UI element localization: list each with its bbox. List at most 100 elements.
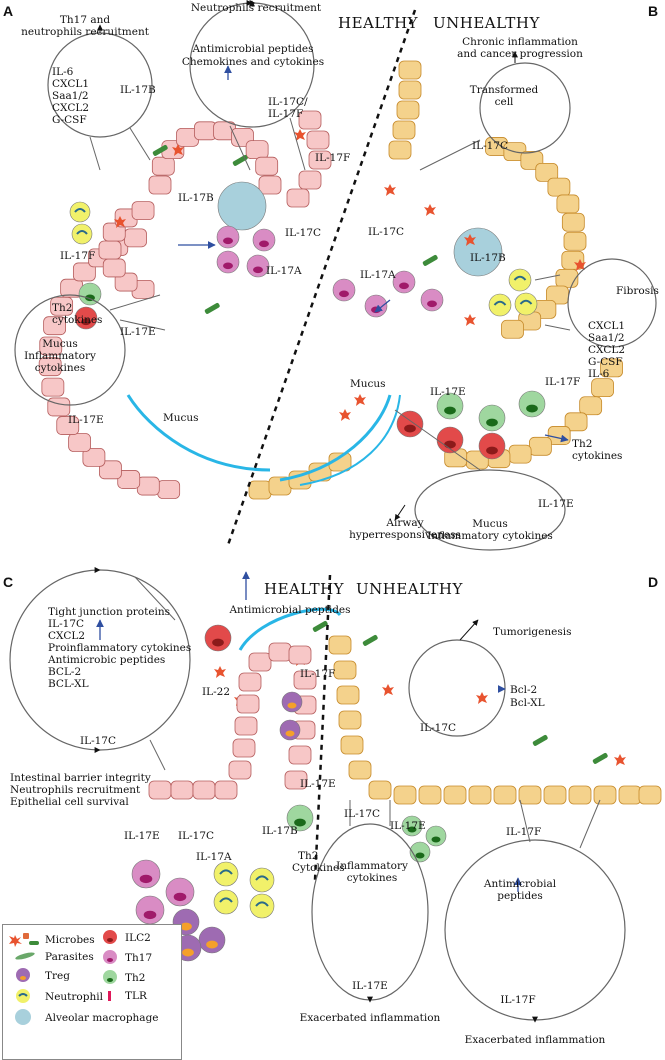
epithelial-cell bbox=[593, 785, 617, 805]
label: cytokines bbox=[346, 872, 398, 884]
ilc2-cell bbox=[74, 306, 98, 330]
callout-circle bbox=[14, 294, 126, 406]
epithelial-cell bbox=[43, 316, 67, 336]
label: Inflammatory bbox=[336, 860, 408, 872]
epithelial-cell bbox=[245, 140, 269, 160]
label: IL-17E bbox=[538, 498, 574, 510]
epithelial-cell bbox=[248, 652, 272, 672]
epithelial-cell bbox=[170, 780, 194, 800]
epithelial-cell bbox=[234, 716, 258, 736]
neutrophil bbox=[213, 861, 239, 887]
label: IL-17C bbox=[344, 808, 381, 820]
microbe bbox=[422, 255, 438, 266]
epithelial-cell bbox=[131, 201, 155, 221]
label: IL-17C bbox=[79, 735, 117, 747]
label: Chronic inflammation bbox=[462, 36, 578, 48]
epithelial-cell bbox=[268, 642, 292, 662]
microbe bbox=[339, 409, 351, 421]
epithelial-cell bbox=[248, 480, 272, 500]
panel-label-c: C bbox=[3, 574, 14, 590]
epithelial-cell bbox=[47, 397, 71, 417]
epithelial-cell bbox=[214, 780, 238, 800]
th17-cell bbox=[216, 250, 240, 274]
callout-circle bbox=[479, 62, 571, 154]
th2-cell bbox=[401, 815, 423, 837]
microbe bbox=[204, 303, 220, 314]
epithelial-cell bbox=[99, 460, 122, 480]
epithelial-cell bbox=[68, 433, 91, 452]
epithelial-cell bbox=[38, 357, 62, 377]
epithelial-cell bbox=[288, 745, 312, 765]
label: IL-17E bbox=[352, 980, 388, 992]
microbe bbox=[152, 145, 168, 156]
epithelial-cell bbox=[418, 785, 442, 805]
label: cell bbox=[494, 96, 514, 108]
label: IL-17E bbox=[124, 830, 160, 842]
epithelial-cell bbox=[298, 110, 322, 130]
legend-label: Treg bbox=[45, 970, 70, 982]
macrophage-icon bbox=[15, 1009, 31, 1025]
label: IL-22 bbox=[202, 686, 231, 698]
legend: Microbes Parasites Treg Neutrophil Alveo… bbox=[2, 924, 182, 1060]
legend-label: Th17 bbox=[125, 952, 153, 964]
epithelial-cell bbox=[555, 269, 579, 288]
ilc2-cell bbox=[478, 432, 506, 460]
th2-cell bbox=[78, 282, 102, 306]
label: Neutrophils recruitment bbox=[190, 2, 322, 14]
neutrophil bbox=[249, 867, 275, 893]
th2-cell bbox=[425, 825, 447, 847]
label: Antimicrobial peptides bbox=[229, 604, 351, 616]
th17-cell bbox=[135, 895, 165, 925]
epithelial-cell bbox=[340, 735, 364, 755]
label: IL-17F bbox=[500, 994, 536, 1006]
treg-icon bbox=[16, 968, 30, 982]
th17-cell bbox=[364, 294, 388, 318]
label: IL-17F bbox=[300, 668, 336, 680]
epithelial-cell bbox=[600, 358, 623, 378]
epithelial-cell bbox=[148, 175, 172, 195]
epithelial-cell bbox=[388, 140, 412, 160]
epithelial-cell bbox=[255, 156, 279, 176]
epithelial-cell bbox=[157, 480, 181, 499]
microbe bbox=[354, 394, 366, 406]
label: cytokines bbox=[572, 450, 623, 462]
epithelial-cell bbox=[392, 120, 416, 140]
microbe bbox=[532, 734, 548, 746]
callout-circle bbox=[444, 839, 626, 1021]
epithelial-cell bbox=[556, 194, 580, 214]
epithelial-cell bbox=[148, 780, 172, 800]
label: IL-17E bbox=[120, 326, 156, 338]
treg-cell bbox=[279, 719, 301, 741]
epithelial-cell bbox=[102, 258, 126, 278]
epithelial-cell bbox=[194, 121, 217, 141]
epithelial-cell bbox=[518, 785, 542, 805]
mucus-streak bbox=[126, 394, 271, 472]
label: Chemokines and cytokines bbox=[181, 56, 325, 68]
label: Th2 bbox=[572, 438, 593, 450]
label: IL-17A bbox=[360, 269, 396, 281]
label: IL-17A bbox=[196, 851, 232, 863]
tlr-icon bbox=[108, 991, 111, 1001]
epithelial-cell bbox=[41, 377, 65, 397]
label: peptides bbox=[497, 890, 543, 902]
epithelial-cell bbox=[468, 785, 492, 805]
neutrophil bbox=[508, 268, 532, 292]
label: Cytokines bbox=[292, 862, 345, 874]
th17-cell bbox=[165, 877, 195, 907]
label: Transformed bbox=[469, 84, 539, 96]
arrows bbox=[97, 0, 538, 1023]
epithelial-cell bbox=[393, 785, 417, 805]
ilc2-cell bbox=[204, 624, 232, 652]
label: and cancer progression bbox=[457, 48, 583, 60]
neutrophil bbox=[71, 223, 93, 245]
neutrophil bbox=[488, 293, 512, 317]
label: Antimicrobial bbox=[483, 878, 557, 890]
label: cytokines bbox=[52, 314, 103, 326]
epithelial-cell bbox=[398, 60, 422, 80]
microbes-icon bbox=[29, 941, 39, 945]
label: hyperresponsiveness bbox=[349, 529, 461, 541]
label: IL-17C bbox=[472, 140, 509, 152]
